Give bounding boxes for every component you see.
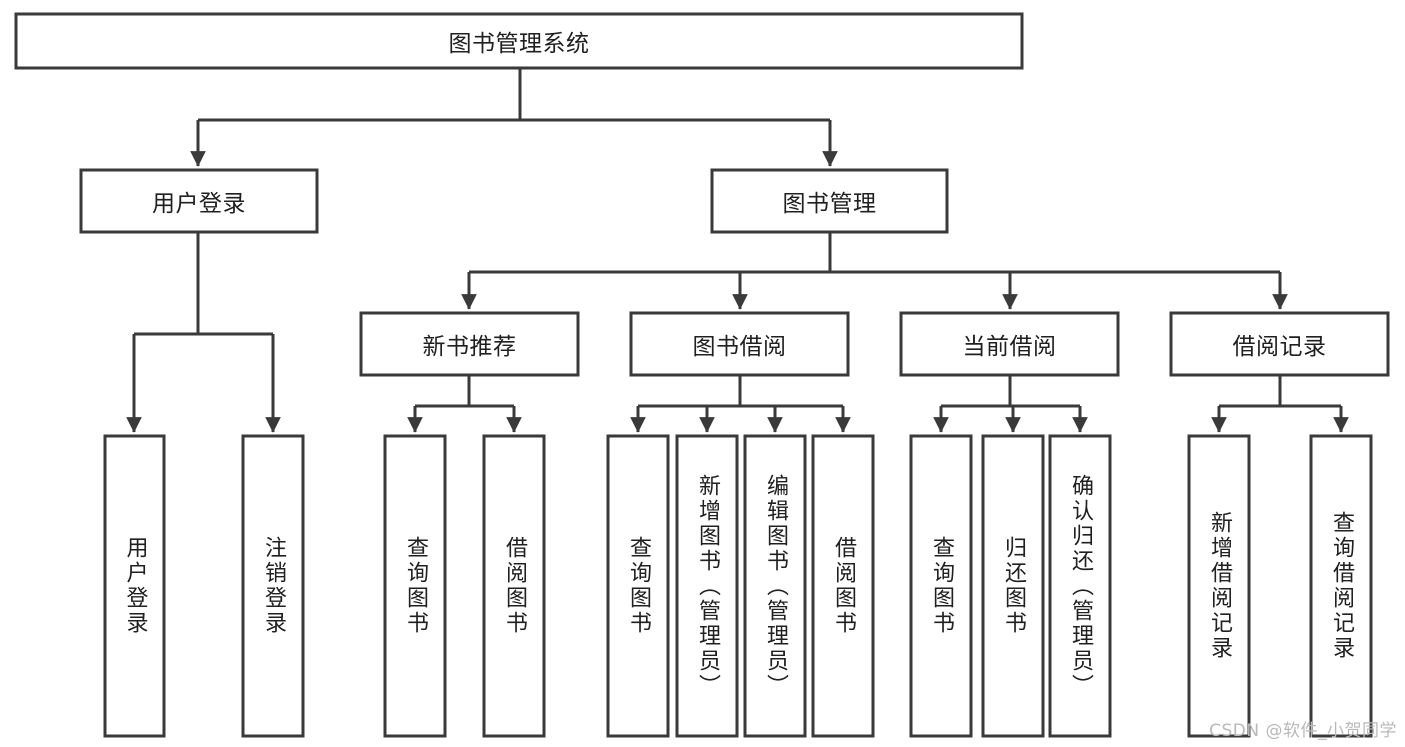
node-box-root[interactable]: [14, 12, 1024, 70]
node-box-leaf-6[interactable]: [743, 434, 807, 738]
node-box-leaf-4[interactable]: [606, 434, 670, 738]
node-box-leaf-5[interactable]: [675, 434, 739, 738]
node-box-leaf-8[interactable]: [909, 434, 973, 738]
node-box-leaf-2[interactable]: [383, 434, 447, 738]
node-box-leaf-1[interactable]: [241, 434, 305, 738]
node-box-leaf-11[interactable]: [1187, 434, 1251, 738]
node-box-leaf-3[interactable]: [482, 434, 546, 738]
node-box-book-mgmt[interactable]: [710, 168, 949, 234]
csdn-watermark: CSDN @软件_小贺同学: [1209, 721, 1397, 741]
node-box-borrow[interactable]: [629, 311, 850, 377]
node-box-user-login[interactable]: [79, 168, 319, 234]
node-box-leaf-0[interactable]: [103, 434, 166, 738]
node-box-leaf-7[interactable]: [811, 434, 875, 738]
node-box-new-books[interactable]: [359, 311, 580, 377]
node-box-leaf-9[interactable]: [981, 434, 1045, 738]
node-box-leaf-10[interactable]: [1048, 434, 1112, 738]
node-box-leaf-12[interactable]: [1309, 434, 1373, 738]
node-box-current[interactable]: [899, 311, 1120, 377]
node-box-records[interactable]: [1169, 311, 1390, 377]
